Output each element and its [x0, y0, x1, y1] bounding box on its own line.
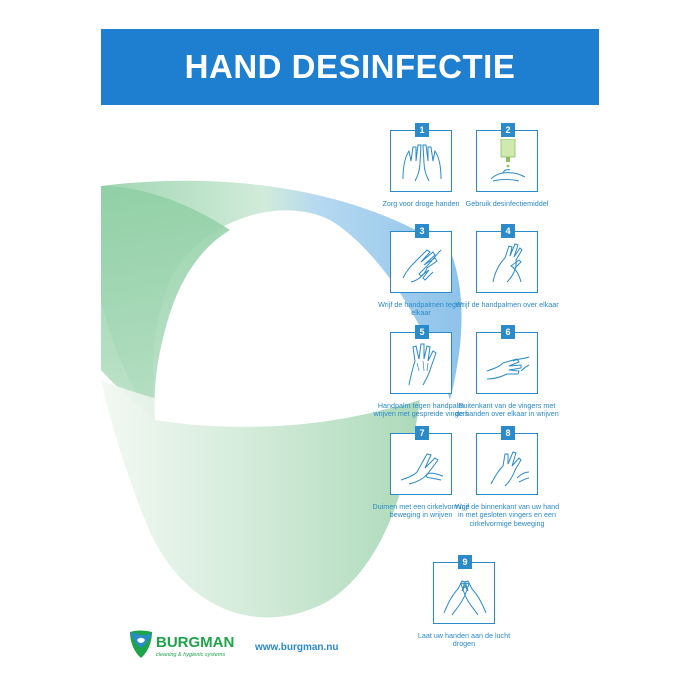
step-number: 2 [501, 123, 515, 137]
step-caption: Zorg voor droge handen [382, 199, 460, 208]
interlaced-fingers-icon [408, 343, 437, 386]
step-caption: Buitenkant van de vingers met de handen … [455, 401, 559, 419]
step-box: 1 [390, 123, 452, 192]
header-banner [101, 29, 599, 105]
page-title: HAND DESINFECTIE [184, 48, 516, 85]
step-box: 3 [390, 224, 452, 293]
step-number: 8 [501, 426, 515, 440]
website-link[interactable]: www.burgman.nu [255, 642, 339, 653]
step-caption: Gebruik desinfectiemiddel [465, 199, 549, 208]
palm-to-palm-icon [402, 249, 442, 283]
step-number: 9 [458, 555, 472, 569]
swoosh-left [101, 186, 230, 420]
logo-name: BURGMAN [156, 634, 235, 651]
step-caption: Wrijf de handpalmen tegen elkaar [378, 300, 464, 318]
step-caption: Duimen met een cirkelvormige beweging in… [372, 502, 470, 520]
thumb-rub-icon [400, 453, 444, 485]
step-caption: Wrijf de binnenkant van uw hand in met g… [454, 502, 560, 528]
step-box: 2 [476, 123, 538, 192]
swoosh-bottom [101, 380, 420, 618]
step-number: 5 [415, 325, 429, 339]
step-box: 5 [390, 325, 452, 394]
air-dry-icon [443, 580, 487, 616]
step-number: 3 [415, 224, 429, 238]
step-number: 1 [415, 123, 429, 137]
step-box: 9 [433, 555, 495, 624]
step-box: 6 [476, 325, 538, 394]
step-number: 7 [415, 426, 429, 440]
dispenser-icon [490, 139, 526, 182]
dry-hands-icon [402, 144, 442, 182]
palm-over-back-icon [492, 243, 523, 283]
step-caption: Wrijf de handpalmen over elkaar [455, 300, 559, 309]
step-number: 6 [501, 325, 515, 339]
drop-logo-icon [130, 630, 152, 658]
step-caption: Laat uw handen aan de lucht drogen [417, 631, 511, 649]
fingertips-rub-icon [490, 451, 530, 487]
burgman-logo: BURGMAN cleaning & hygienic systems [128, 628, 248, 668]
swoosh-inner-white [154, 222, 415, 427]
step-box: 8 [476, 426, 538, 495]
step-box: 4 [476, 224, 538, 293]
step-box: 7 [390, 426, 452, 495]
logo-tagline: cleaning & hygienic systems [156, 652, 226, 658]
interlocked-fingers-icon [486, 356, 530, 380]
step-number: 4 [501, 224, 515, 238]
step-caption: Handpalm tegen handpalm wrijven met gesp… [373, 401, 469, 419]
